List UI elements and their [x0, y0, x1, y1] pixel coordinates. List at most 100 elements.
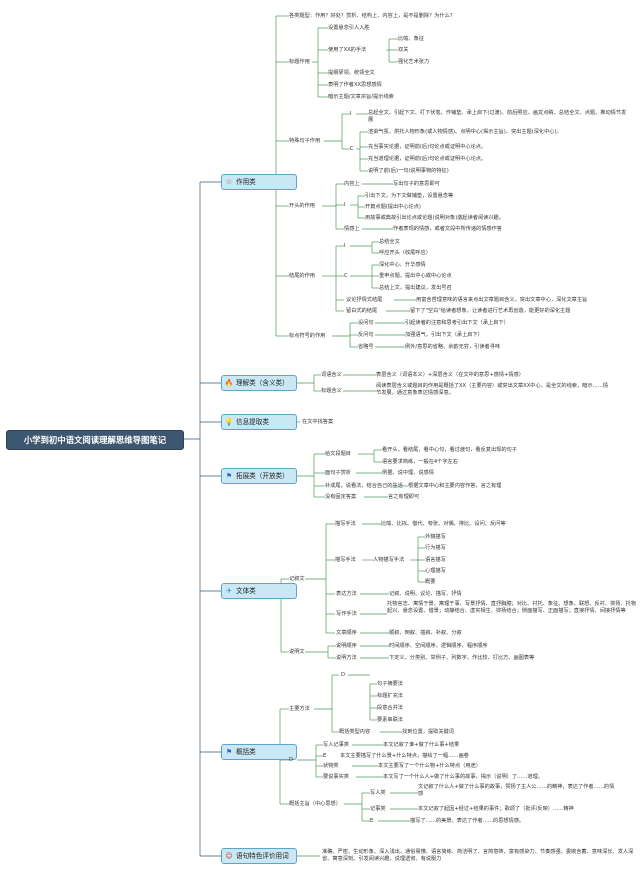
- category-2: 🔥理解类（含义类）: [221, 375, 297, 391]
- node-z2: 设置悬念引人入胜: [328, 24, 370, 31]
- node-z29: 总结全文: [379, 238, 400, 245]
- category-label: 文体类: [236, 587, 256, 595]
- node-z58: 没有固定答案: [325, 493, 357, 500]
- flame-icon: 🔥: [224, 379, 234, 387]
- node-z12: 总起全文、引起下文、打下伏笔、作铺垫、承上启下(过渡)、前后照应、画龙点睛、总结…: [368, 109, 627, 123]
- node-z22: 引出下文，为下文做铺垫，设置悬念等: [365, 192, 454, 199]
- node-z19: 内容上: [344, 180, 360, 187]
- node-z95: 本文主要写了一个什么物+什么特点（用途）: [378, 762, 481, 769]
- node-z26: 作者表现的情感，或者文段中所传递的情感作答: [393, 225, 502, 232]
- node-z80: 下定义、分类别、举例子、列数字、作比较、打比方、画图表等: [389, 654, 535, 661]
- node-z85: 段意合并法: [377, 704, 403, 711]
- node-z67: 语言描写: [425, 556, 446, 563]
- node-z21: I: [344, 201, 346, 208]
- node-z24: 用故事或典故引出论点或论题(说明对象)激起读者阅读兴趣。: [365, 214, 504, 221]
- node-z14: 渲染气氛、烘托人物形象(或人物情感)、点明中心(揭示主旨)、突出主题(深化中心)…: [368, 128, 562, 135]
- node-z79: 说明方法: [336, 654, 357, 661]
- node-z82: D: [341, 671, 345, 678]
- node-z49: 阅读表层含义或题目的作用是概括了XX（主要内容）或突出文章XX中心，是全文的线索…: [376, 382, 609, 396]
- category-1: ☆作用类: [221, 174, 297, 190]
- node-z41: 引起读者的注意和思考引出下文（承上启下）: [405, 319, 509, 326]
- paper-plane-icon: ✈: [226, 587, 232, 595]
- node-z6: 强化艺术张力: [398, 58, 430, 65]
- node-z87: 概括类型内容: [339, 728, 371, 735]
- node-z92: E: [323, 752, 327, 759]
- node-z89: D: [289, 756, 293, 763]
- node-z86: 要素串联法: [377, 716, 403, 723]
- root-title: 小学到初中语文阅读理解思维导图笔记: [6, 430, 184, 450]
- smiley-icon: ☺: [225, 852, 233, 860]
- node-z20: 写出句子的意思即可: [393, 180, 440, 187]
- node-z4: 比喻、象征: [398, 35, 424, 42]
- node-z103: E: [370, 817, 374, 824]
- node-z23: 开篇点题(提出中心论点): [365, 203, 421, 210]
- node-z65: 外貌描写: [425, 533, 446, 540]
- flag-icon: ⚑: [225, 472, 233, 480]
- node-z75: 顺叙、倒叙、插叙、补叙、分叙: [389, 629, 462, 636]
- node-z99: 写人类: [370, 789, 386, 796]
- category-label: 拓展类（开放类）: [236, 472, 289, 480]
- star-icon: ☆: [225, 178, 233, 186]
- node-z71: 记叙、说明、议论、描写、抒情: [389, 590, 462, 597]
- node-z66: 行为描写: [425, 544, 446, 551]
- node-z98: 概括主旨（中心思想）: [289, 800, 341, 807]
- category-5: ✈ 文体类: [221, 583, 297, 599]
- node-z55: 例据、说中理、说感情: [382, 469, 434, 476]
- node-z97: 本文写了一个什么人+做了什么事的故事，揭示（说明）了……道理。: [383, 773, 543, 780]
- node-z63: 描写手法: [335, 556, 356, 563]
- node-z68: 心理描写: [425, 567, 446, 574]
- category-label: 语句特色评价用词: [236, 852, 289, 860]
- node-z100: 文记叙了什么人+做了什么事的故事，赞扬了主人公……的精神，表达了作者……的情感: [418, 783, 615, 797]
- lightbulb-icon: 💡: [224, 418, 234, 426]
- node-z40: 设问句: [358, 319, 374, 326]
- category-label: 信息提取类: [236, 418, 269, 426]
- node-z30: 呼应开头（收尾呼应）: [379, 249, 431, 256]
- node-z90: 写人记事类: [323, 741, 349, 748]
- node-z1: 标题作用: [289, 58, 310, 65]
- node-z105: 准确、严密、生动形象、深入浅出、通俗易懂、语言简练、简洁明了、言简意赅、富有感染…: [322, 848, 634, 862]
- node-z39: 标点符号的作用: [289, 332, 326, 339]
- node-z45: 例外/意思的省略、余韵无穷，引读者寻味: [405, 343, 501, 350]
- node-z18: 开头的作用: [289, 202, 315, 209]
- node-z51: 给文段题目: [325, 450, 351, 457]
- node-z48: 标题含义: [321, 387, 342, 394]
- category-label: 概括类: [236, 748, 256, 756]
- node-z52: 看开头，看结尾，看中心句，看过渡句，看反复出现的句子: [382, 446, 517, 453]
- node-z13: C: [350, 145, 354, 152]
- node-z101: 记事类: [370, 805, 386, 812]
- node-z62: 比喻、比拟、借代、夸张、对偶、排比、设问、反问等: [381, 520, 506, 527]
- node-z74: 文章顺序: [336, 629, 357, 636]
- node-z25: 情感上: [344, 225, 360, 232]
- node-z73: 托物言志、寓情于景、寓理于事、写景抒情、直抒胸臆；对比、衬托、象征、想象、联想、…: [387, 600, 637, 614]
- category-3: 💡信息提取类: [221, 414, 297, 430]
- node-z11: I: [350, 110, 352, 117]
- node-z94: 状物类: [323, 762, 339, 769]
- node-z5: 双关: [398, 46, 409, 53]
- node-z3: 使用了XX的手法: [328, 46, 367, 53]
- node-z46: 词语含义: [321, 371, 342, 378]
- node-z7: 提纲挈领、统领全文: [328, 69, 375, 76]
- node-z9: 暗示主题/文章宗旨/提示线索: [328, 93, 394, 100]
- node-z78: 时间顺序、空间顺序、逻辑顺序、程序顺序: [389, 642, 488, 649]
- node-z50: 在文中找答案: [302, 418, 334, 425]
- node-z91: 本文记叙了谁+做了什么事+结果: [383, 741, 460, 748]
- node-z17: 说明了前(后)一句(说明事物的特征): [368, 167, 449, 174]
- node-z0: 各类题型：作用？好处？赏析、结构上、内容上，是不是删除？为什么？: [289, 12, 456, 19]
- node-z43: 加强语气，引出下文（承上启下）: [405, 331, 483, 338]
- node-z15: 充当事实论据，证明前(后)句论点或证明中心论点。: [368, 143, 487, 150]
- node-z38: 留下了"空白"给读者想象，让读者进行艺术再创造，能更好的深化主题: [410, 307, 571, 314]
- node-z77: 说明顺序: [336, 642, 357, 649]
- node-z84: 标题扩充法: [377, 692, 403, 699]
- node-z88: 找到位置，提取关键词: [402, 728, 454, 735]
- node-z53: 语言要求简练，一般在4个字左右: [382, 458, 458, 465]
- node-z37: 留白式的结尾: [346, 307, 378, 314]
- node-z93: 本文主要描写了什么景+什么特点，描绘了一幅……画卷: [340, 752, 469, 759]
- category-label: 理解类（含义类）: [236, 379, 289, 387]
- node-z69: 概要: [425, 578, 436, 585]
- node-z31: C: [344, 272, 348, 279]
- node-z34: 总结上文，提出建议，发出号召: [379, 284, 452, 291]
- node-z76: 说明文: [289, 648, 305, 655]
- node-z60: 记叙文: [289, 575, 305, 582]
- node-z59: 言之有理即可: [388, 493, 420, 500]
